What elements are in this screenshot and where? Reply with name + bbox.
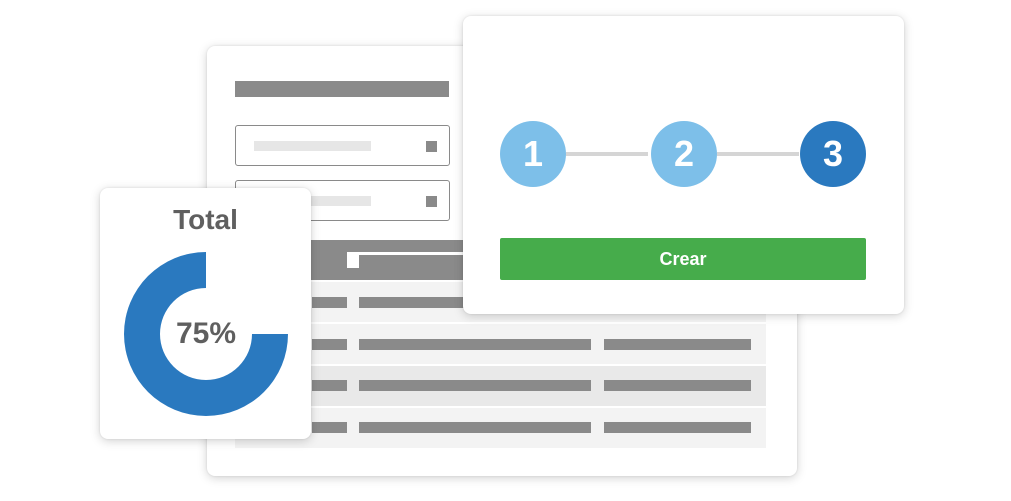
form-title-placeholder (235, 81, 449, 97)
field-placeholder (254, 196, 371, 206)
table-cell (312, 422, 347, 433)
table-cell (359, 297, 479, 308)
create-button[interactable]: Crear (500, 238, 866, 280)
table-cell (312, 380, 347, 391)
total-card: Total 75% (100, 188, 311, 439)
table-cell (359, 339, 591, 350)
table-cell (604, 339, 751, 350)
form-field-1[interactable] (235, 125, 450, 166)
table-header-divider (347, 252, 359, 268)
step-connector (566, 152, 648, 156)
progress-donut (124, 252, 288, 416)
table-cell (604, 380, 751, 391)
field-square-icon (426, 196, 437, 207)
table-header-divider (359, 252, 479, 255)
table-cell (312, 297, 347, 308)
step-connector (717, 152, 799, 156)
table-cell (359, 380, 591, 391)
field-square-icon (426, 141, 437, 152)
field-placeholder (254, 141, 371, 151)
table-cell (604, 422, 751, 433)
donut-progress-arc (124, 252, 288, 416)
donut-percent-label: 75% (175, 317, 237, 350)
total-title: Total (173, 204, 238, 235)
table-cell (359, 422, 591, 433)
step-2[interactable]: 2 (651, 121, 717, 187)
table-cell (312, 339, 347, 350)
step-3[interactable]: 3 (800, 121, 866, 187)
stepper-card: 1 2 3 Crear (463, 16, 904, 314)
step-1[interactable]: 1 (500, 121, 566, 187)
